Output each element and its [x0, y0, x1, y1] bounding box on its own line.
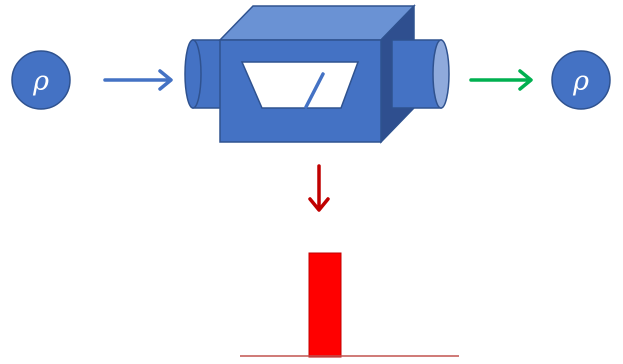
output-port-face [432, 39, 450, 109]
input-arrow-head [158, 69, 173, 91]
device-top-face [218, 5, 416, 41]
meter-dial-window [240, 61, 360, 109]
output-arrow [469, 69, 533, 91]
outcome-bar [308, 252, 342, 358]
output-state-label: ρ [572, 66, 589, 97]
input-state-circle [11, 50, 71, 110]
output-state: ρ [551, 50, 611, 110]
input-port-cap [184, 39, 202, 109]
output-state-circle [551, 50, 611, 110]
measurement-arrow [308, 164, 330, 212]
measurement-outcome [240, 252, 459, 358]
input-port [184, 39, 224, 109]
input-arrow [103, 69, 173, 91]
output-arrow-head [518, 69, 533, 91]
measurement-device [184, 4, 450, 144]
meter-dial [240, 61, 360, 109]
output-port [391, 39, 450, 109]
measurement-arrow-head [308, 197, 330, 212]
input-state-label: ρ [32, 66, 49, 97]
input-state: ρ [11, 50, 71, 110]
meter-needle [304, 72, 325, 109]
